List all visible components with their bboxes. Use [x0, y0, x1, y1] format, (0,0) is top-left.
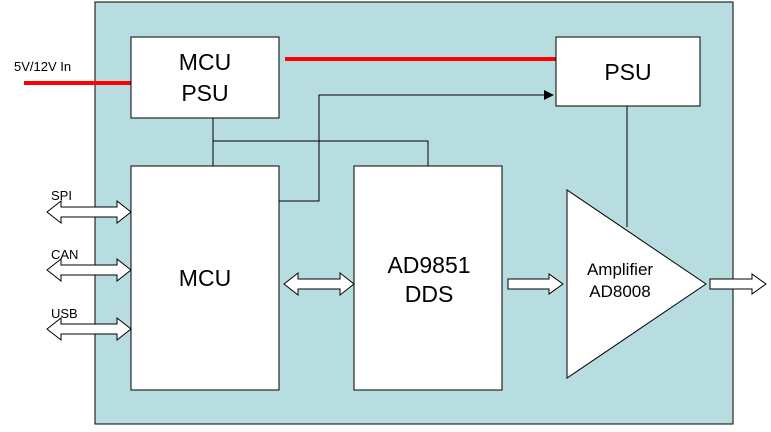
power-input-label: 5V/12V In	[14, 59, 71, 74]
spi-label: SPI	[51, 188, 72, 203]
can-double-arrow	[46, 257, 132, 283]
usb-double-arrow	[46, 316, 132, 342]
usb-label: USB	[51, 306, 78, 321]
mcu-label: MCU	[179, 265, 231, 291]
spi-double-arrow	[46, 199, 132, 225]
psu-block: PSU	[555, 36, 701, 107]
mcu-psu-block: MCU PSU	[130, 36, 280, 119]
dds-block: AD9851 DDS	[353, 165, 503, 391]
mcu-block: MCU	[130, 165, 280, 391]
dds-label-line2: DDS	[405, 281, 454, 307]
psu-label: PSU	[604, 59, 651, 85]
mcu-dds-double-arrow	[283, 271, 355, 297]
amplifier-label-line1: Amplifier	[587, 260, 653, 279]
mcu-control-to-psu-arrow	[272, 90, 554, 202]
dds-label-line1: AD9851	[387, 252, 470, 278]
dds-to-amplifier-arrow	[507, 273, 564, 295]
amplifier-output-arrow	[709, 273, 767, 295]
mcu-psu-label-line2: PSU	[181, 80, 228, 106]
mcu-psu-to-dds-line	[213, 140, 429, 166]
can-label: CAN	[51, 247, 78, 262]
amplifier-block: Amplifier AD8008	[566, 189, 707, 379]
mcu-psu-label-line1: MCU	[179, 49, 231, 75]
amplifier-label-line2: AD8008	[589, 282, 650, 301]
